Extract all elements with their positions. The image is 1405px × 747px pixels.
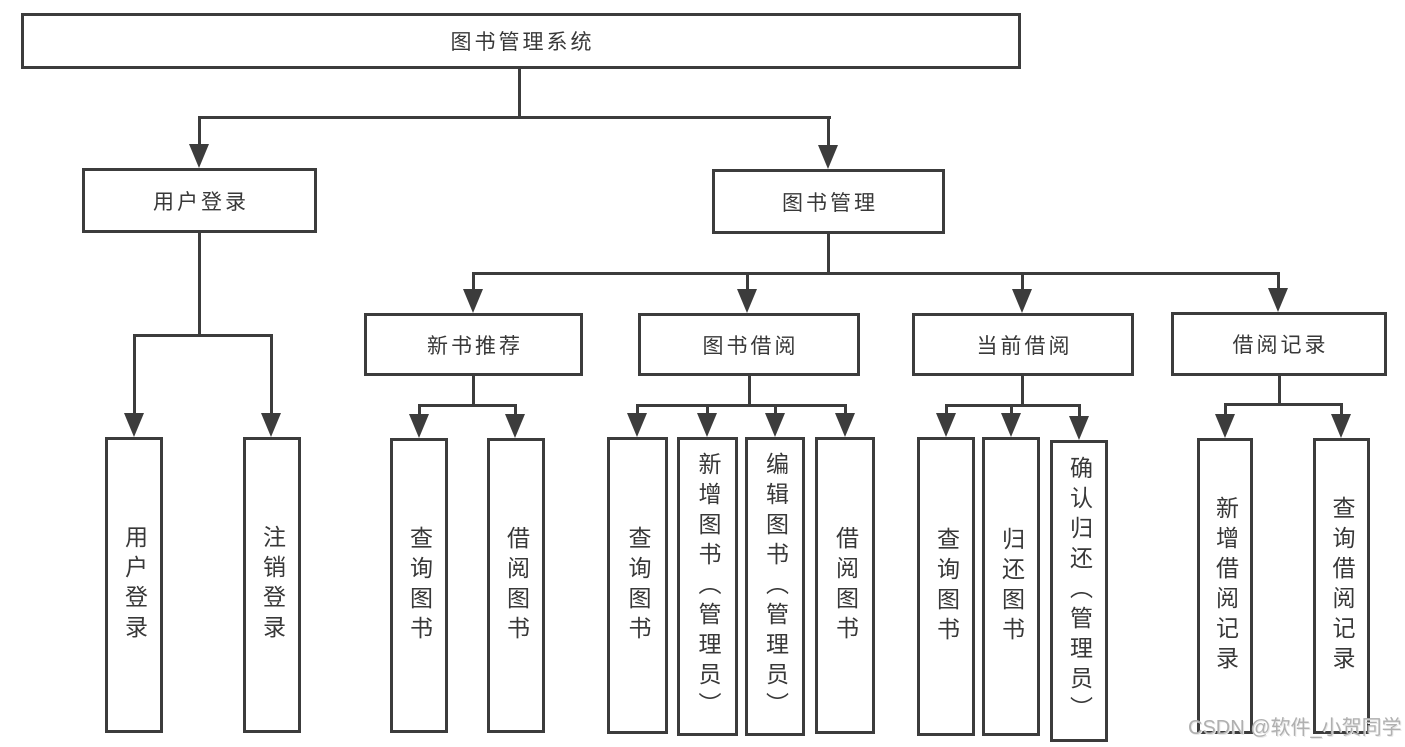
leaf-user-login: 用户登录 <box>105 437 163 733</box>
arrow-down-icon <box>818 145 838 169</box>
connector-line <box>1340 403 1343 418</box>
leaf-edit-books-admin: 编辑图书（管理员） <box>745 437 805 736</box>
connector-line <box>418 404 517 407</box>
arrow-down-icon <box>1268 288 1288 312</box>
arrow-down-icon <box>1012 289 1032 313</box>
connector-line <box>518 68 521 119</box>
csdn-watermark: CSDN @软件_小贺同学 <box>1188 717 1402 739</box>
arrow-down-icon <box>1331 414 1351 438</box>
connector-line <box>706 404 709 418</box>
connector-line <box>1277 272 1280 292</box>
arrow-down-icon <box>697 413 717 437</box>
connector-line <box>133 334 136 414</box>
node-current-borrowing: 当前借阅 <box>912 313 1134 376</box>
connector-line <box>472 376 475 406</box>
leaf-add-books-admin: 新增图书（管理员） <box>677 437 738 736</box>
leaf-borrow-books: 借阅图书 <box>815 437 875 734</box>
connector-line <box>472 272 475 294</box>
connector-line <box>774 404 777 418</box>
node-new-book-recommend: 新书推荐 <box>364 313 583 376</box>
arrow-down-icon <box>261 413 281 437</box>
connector-line <box>472 272 1280 275</box>
arrow-down-icon <box>463 289 483 313</box>
arrow-down-icon <box>737 289 757 313</box>
connector-line <box>133 334 272 337</box>
connector-line <box>1224 403 1342 406</box>
connector-line <box>418 404 421 418</box>
connector-line <box>636 404 639 418</box>
leaf-logout: 注销登录 <box>243 437 301 733</box>
connector-line <box>1010 404 1013 418</box>
connector-line <box>198 116 831 119</box>
connector-line <box>945 404 1081 407</box>
connector-line <box>945 404 948 418</box>
arrow-down-icon <box>505 414 525 438</box>
node-user-login: 用户登录 <box>82 168 317 233</box>
leaf-confirm-return-admin: 确认归还（管理员） <box>1050 440 1108 742</box>
connector-line <box>748 376 751 406</box>
node-library-system: 图书管理系统 <box>21 13 1021 69</box>
arrow-down-icon <box>1215 414 1235 438</box>
arrow-down-icon <box>936 413 956 437</box>
connector-line <box>1278 376 1281 405</box>
arrow-down-icon <box>1069 416 1089 440</box>
arrow-down-icon <box>189 144 209 168</box>
connector-line <box>844 404 847 418</box>
connector-line <box>1021 272 1024 294</box>
connector-line <box>1021 376 1024 406</box>
connector-line <box>1078 404 1081 418</box>
leaf-add-borrow-record: 新增借阅记录 <box>1197 438 1253 734</box>
leaf-query-books-current: 查询图书 <box>917 437 975 736</box>
leaf-query-books-recommend: 查询图书 <box>390 438 448 733</box>
node-book-management: 图书管理 <box>712 169 945 234</box>
arrow-down-icon <box>409 414 429 438</box>
leaf-query-books-borrowing: 查询图书 <box>607 437 668 734</box>
arrow-down-icon <box>124 413 144 437</box>
node-borrow-records: 借阅记录 <box>1171 312 1387 376</box>
connector-line <box>827 116 830 158</box>
connector-line <box>198 232 201 337</box>
leaf-query-borrow-record: 查询借阅记录 <box>1313 438 1370 734</box>
connector-line <box>514 404 517 418</box>
arrow-down-icon <box>765 413 785 437</box>
connector-line <box>636 404 846 407</box>
node-book-borrowing: 图书借阅 <box>638 313 860 376</box>
connector-line <box>827 234 830 274</box>
connector-line <box>270 334 273 414</box>
arrow-down-icon <box>835 413 855 437</box>
leaf-borrow-books-recommend: 借阅图书 <box>487 438 545 733</box>
connector-line <box>198 116 201 156</box>
arrow-down-icon <box>627 413 647 437</box>
leaf-return-books: 归还图书 <box>982 437 1040 736</box>
connector-line <box>746 272 749 294</box>
arrow-down-icon <box>1001 413 1021 437</box>
connector-line <box>1224 403 1227 418</box>
